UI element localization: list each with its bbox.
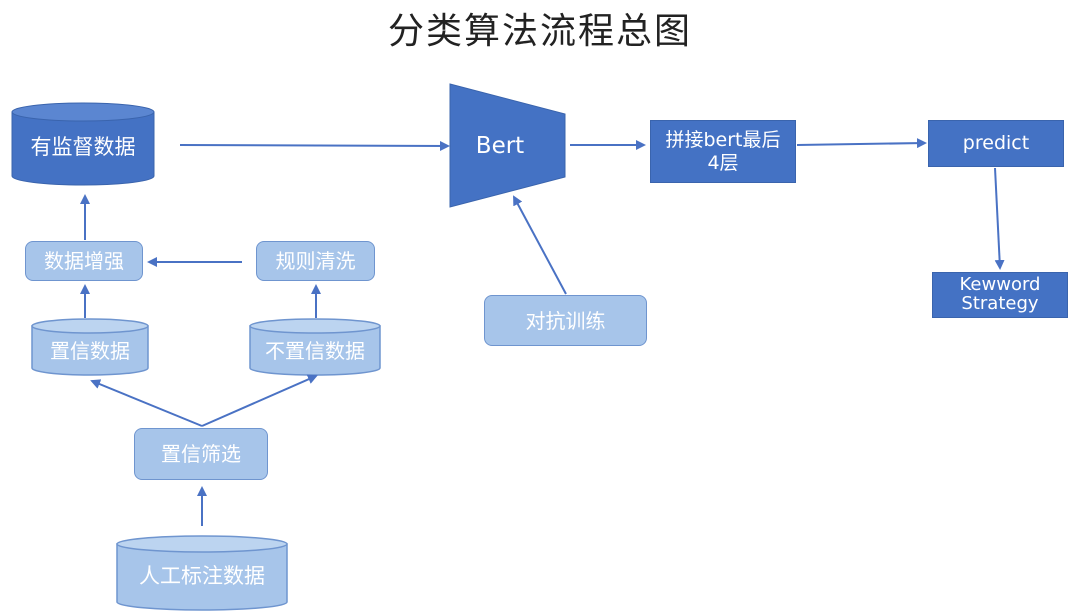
concat-bert-line2: 4层 xyxy=(707,151,739,174)
arrow-supervised-to-bert xyxy=(179,140,450,151)
adversarial-training-box: 对抗训练 xyxy=(484,295,647,346)
unconfident-data-cylinder xyxy=(249,318,381,376)
arrow-adversarial-to-bert xyxy=(513,195,567,295)
confident-data-cylinder xyxy=(31,318,149,376)
supervised-data-cylinder xyxy=(11,102,155,186)
bert-label: Bert xyxy=(475,132,525,159)
predict-box: predict xyxy=(928,120,1064,167)
unconfident-data-label: 不置信数据 xyxy=(265,338,365,363)
confidence-filter-label: 置信筛选 xyxy=(161,442,241,466)
bert-trapezoid xyxy=(449,83,566,208)
confidence-filter-box: 置信筛选 xyxy=(134,428,268,480)
diagram-title: 分类算法流程总图 xyxy=(387,11,692,52)
rule-clean-label: 规则清洗 xyxy=(275,249,356,273)
data-augment-label: 数据增强 xyxy=(44,249,124,273)
concat-bert-box: 拼接bert最后 4层 xyxy=(650,120,796,183)
keyword-strategy-line1: Kewword xyxy=(959,274,1041,296)
supervised-data-label: 有监督数据 xyxy=(30,134,136,159)
manual-label-data-label: 人工标注数据 xyxy=(139,563,265,588)
arrow-filter-to-confident xyxy=(90,379,203,427)
manual-label-data-cylinder xyxy=(116,535,288,611)
confident-data-label: 置信数据 xyxy=(50,338,130,363)
data-augment-box: 数据增强 xyxy=(25,241,143,281)
predict-label: predict xyxy=(962,132,1030,155)
keyword-strategy-box: Kewword Strategy xyxy=(932,272,1068,318)
rule-clean-box: 规则清洗 xyxy=(256,241,375,281)
arrow-concat-to-predict xyxy=(796,138,927,149)
arrow-filter-to-unconfident xyxy=(201,374,318,427)
keyword-strategy-line2: Strategy xyxy=(961,293,1039,314)
adversarial-training-label: 对抗训练 xyxy=(525,308,606,333)
arrow-predict-to-keyword xyxy=(994,167,1005,270)
concat-bert-line1: 拼接bert最后 xyxy=(665,128,781,151)
